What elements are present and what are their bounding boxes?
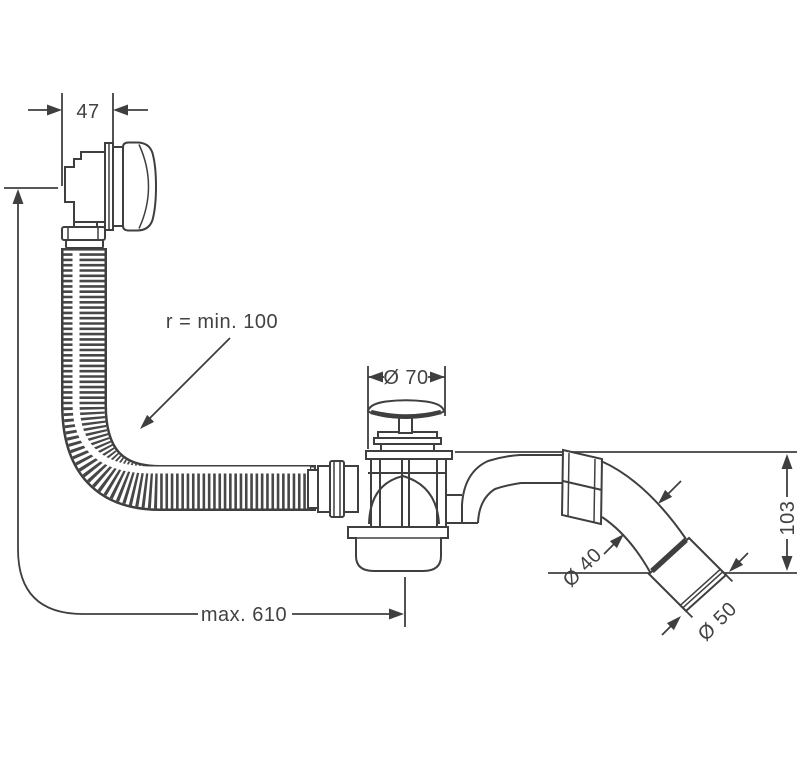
arrow-down-left-icon: [140, 414, 155, 429]
elbow-pipe: [461, 454, 565, 506]
trap-cup: [347, 526, 449, 572]
rosette-cap: [122, 141, 158, 232]
arrow-down-left-icon: [658, 489, 673, 504]
arrow-right-icon: [47, 104, 62, 116]
flexible-hose: [61, 248, 316, 511]
dim-radius-label: r = min. 100: [166, 311, 278, 333]
arrow-down-left-icon: [729, 557, 744, 572]
arrow-left-icon: [368, 371, 383, 383]
arrow-right-icon: [430, 371, 445, 383]
arrow-right-icon: [389, 608, 404, 620]
arrow-left-icon: [113, 104, 128, 116]
union-nut: [560, 448, 604, 526]
dimension-47: 47: [28, 93, 148, 186]
hose-highlight-stripe: [72, 252, 310, 474]
plug-stem: [398, 416, 413, 434]
arrow-up-icon: [781, 454, 793, 469]
arrow-up-icon: [12, 189, 24, 204]
dimension-70: Ø 70: [367, 366, 446, 449]
dimension-bend-radius: r = min. 100: [140, 311, 278, 429]
hose-end-fitting: [307, 469, 319, 509]
overflow-unit: [61, 141, 158, 249]
dim-max-610-label: max. 610: [201, 604, 287, 626]
dim-50-label: Ø 50: [694, 598, 742, 646]
sleeve-lip-band: [650, 537, 688, 574]
dim-70-label: Ø 70: [383, 367, 428, 389]
dim-47-label: 47: [76, 101, 99, 123]
arrow-up-right-icon: [609, 534, 624, 549]
drain-assembly: [307, 399, 453, 572]
dim-103-label: 103: [777, 501, 799, 536]
arrow-up-right-icon: [666, 616, 681, 631]
dimension-max-610: max. 610: [4, 187, 406, 627]
overflow-body: [64, 151, 106, 223]
drain-flange: [365, 450, 453, 460]
outlet-pipe-45: [600, 460, 687, 540]
dim-40-label: Ø 40: [559, 544, 607, 592]
inlet-nut: [329, 460, 345, 518]
arrow-down-icon: [781, 556, 793, 571]
outlet-pipe-assembly: [446, 448, 728, 613]
